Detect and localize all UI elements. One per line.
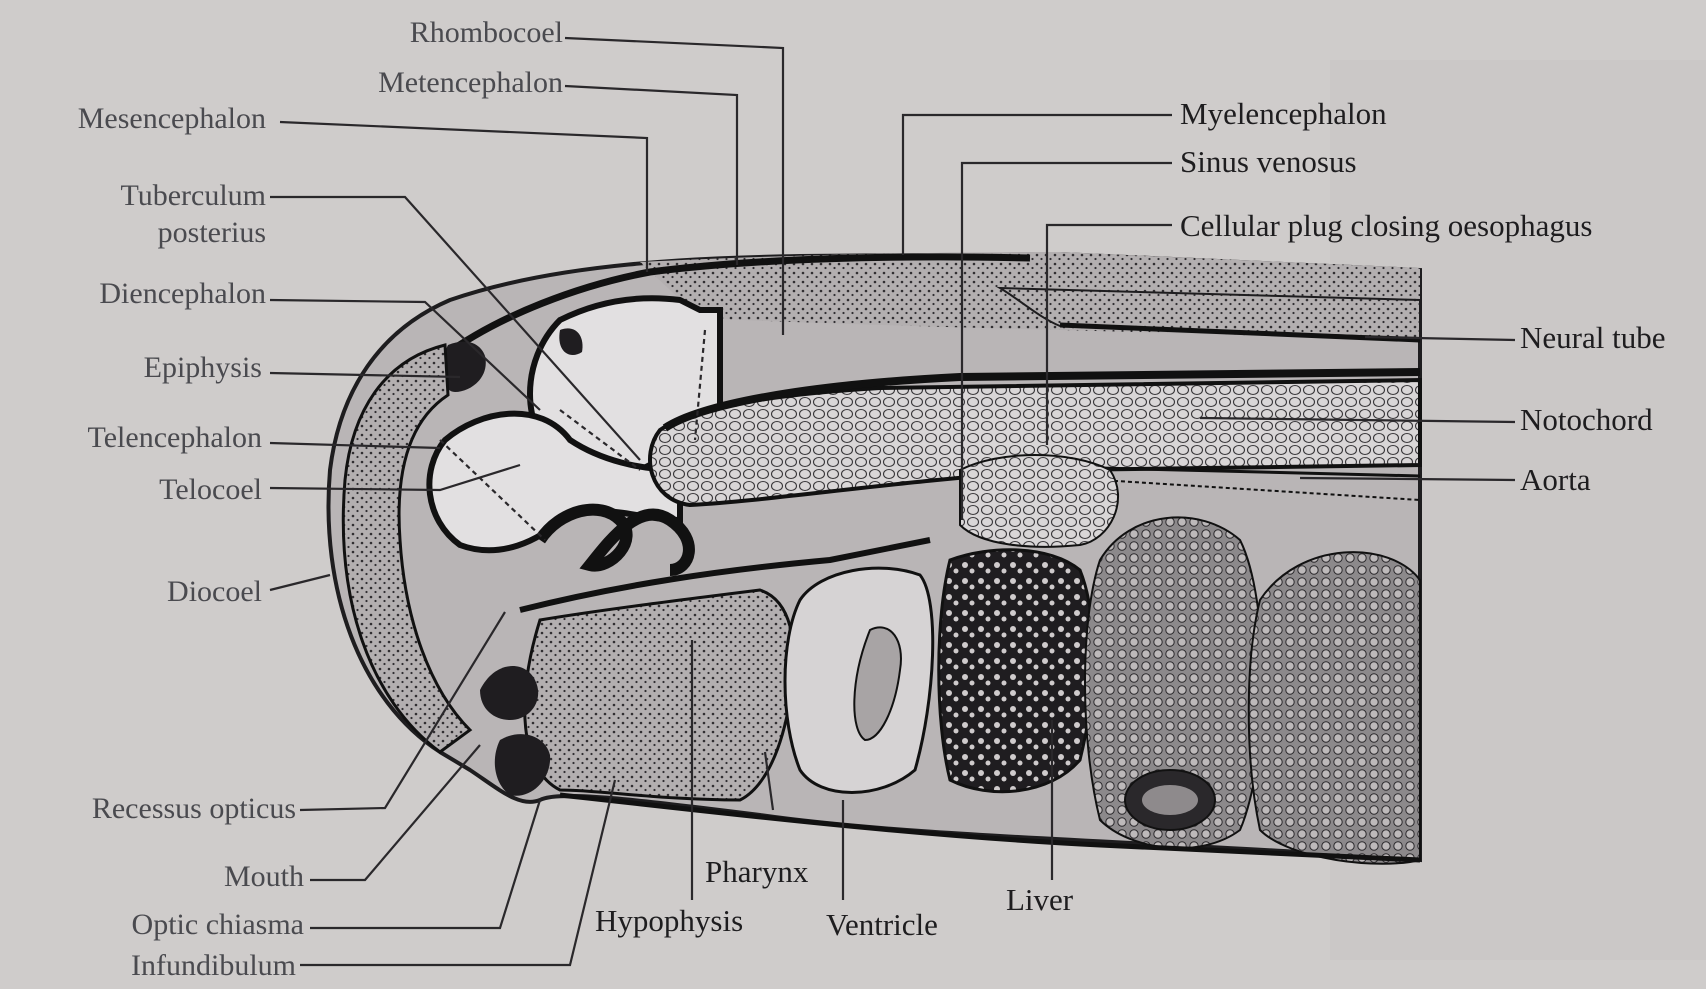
label-recessus-opticus: Recessus opticus [92, 792, 296, 825]
label-telencephalon: Telencephalon [88, 421, 262, 454]
label-mouth: Mouth [224, 860, 304, 893]
label-optic-chiasma: Optic chiasma [132, 908, 304, 941]
label-cellular-plug: Cellular plug closing oesophagus [1180, 208, 1592, 243]
leader-optic-chiasma [310, 800, 540, 928]
label-liver: Liver [1006, 882, 1074, 917]
label-mesencephalon: Mesencephalon [78, 102, 266, 135]
leader-infundibulum [300, 780, 615, 965]
label-notochord: Notochord [1520, 402, 1653, 437]
label-neural-tube: Neural tube [1520, 320, 1665, 355]
label-tuberculum-line2: posterius [158, 216, 266, 249]
leader-mouth [310, 745, 480, 880]
label-telocoel: Telocoel [159, 473, 262, 506]
label-epiphysis: Epiphysis [144, 351, 262, 384]
label-infundibulum: Infundibulum [131, 949, 296, 982]
labels-bottom: Pharynx Hypophysis Ventricle Liver [595, 854, 1074, 942]
embryo-body [328, 252, 1420, 864]
label-metencephalon: Metencephalon [378, 66, 563, 99]
leader-metencephalon [565, 86, 737, 265]
leader-diocoel [270, 575, 330, 590]
label-rhombocoel: Rhombocoel [410, 16, 563, 49]
label-myelencephalon: Myelencephalon [1180, 96, 1387, 131]
label-ventricle: Ventricle [826, 907, 938, 942]
label-diencephalon: Diencephalon [99, 277, 266, 310]
label-pharynx: Pharynx [705, 854, 809, 889]
label-sinus-venosus: Sinus venosus [1180, 144, 1357, 179]
label-diocoel: Diocoel [167, 575, 262, 608]
label-tuberculum-line1: Tuberculum [120, 179, 266, 212]
leader-myelencephalon [903, 115, 1172, 255]
label-aorta: Aorta [1520, 462, 1591, 497]
label-hypophysis: Hypophysis [595, 903, 743, 938]
